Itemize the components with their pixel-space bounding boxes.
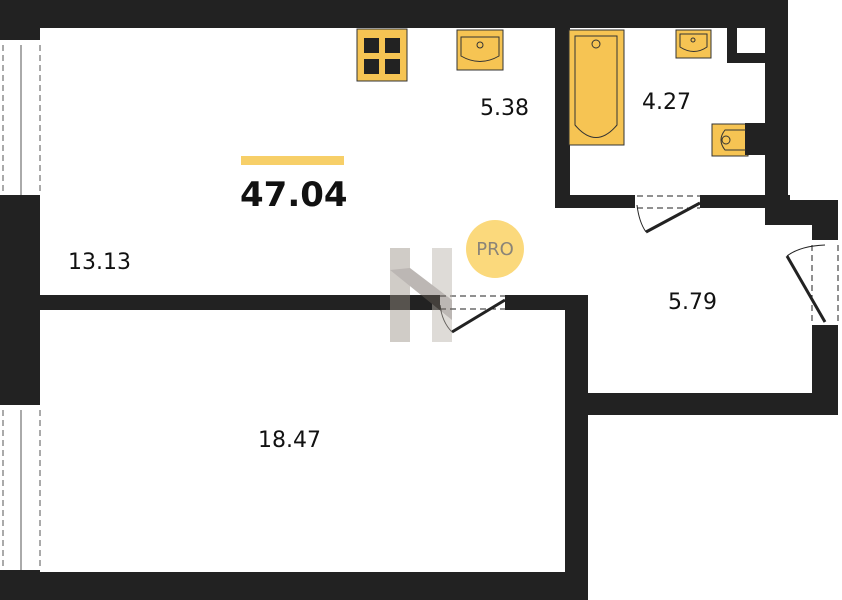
total-area: 47.04 xyxy=(240,175,348,215)
kitchen-sink-icon xyxy=(456,29,504,71)
door-bathroom[interactable] xyxy=(636,195,701,234)
room-1-area: 13.13 xyxy=(68,250,131,275)
hallway-area: 5.79 xyxy=(668,290,717,315)
toilet-icon xyxy=(711,123,765,157)
stove-icon xyxy=(356,28,408,82)
entrance-door[interactable] xyxy=(785,244,839,323)
bathroom-sink-icon xyxy=(675,29,712,59)
pro-badge: PRO xyxy=(466,220,524,278)
total-area-accent-bar xyxy=(241,156,344,165)
bathtub-icon xyxy=(568,29,625,146)
window-top-left xyxy=(2,45,41,195)
room-2-area: 18.47 xyxy=(258,428,321,453)
bathroom-area: 4.27 xyxy=(642,90,691,115)
kitchen-area: 5.38 xyxy=(480,96,529,121)
watermark-logo xyxy=(390,248,452,342)
window-bottom-left xyxy=(2,410,41,570)
door-room[interactable] xyxy=(439,295,506,334)
